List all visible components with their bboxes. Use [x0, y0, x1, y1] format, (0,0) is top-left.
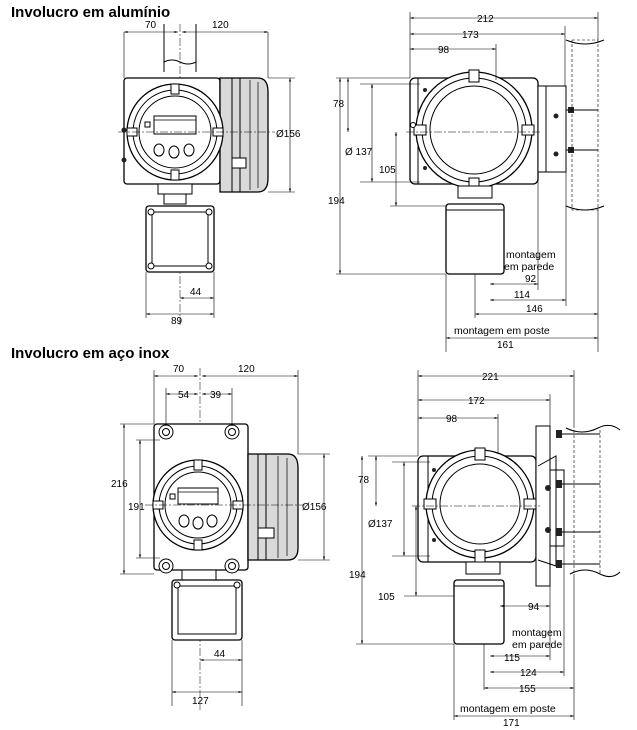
dim-ss-front-156: Ø156 — [302, 502, 327, 513]
dim-ss-side-221: 221 — [482, 372, 499, 383]
dim-ss-side-94: 94 — [528, 602, 540, 613]
dim-alu-front-70: 70 — [145, 20, 157, 31]
title-stainless: Involucro em aço inox — [11, 345, 170, 362]
stainless-front-view: 70 120 54 39 216 191 Ø156 44 127 — [111, 364, 330, 710]
dim-alu-side-92: 92 — [525, 274, 537, 285]
dim-ss-front-39: 39 — [210, 390, 222, 401]
dim-ss-front-127: 127 — [192, 696, 209, 707]
dim-alu-side-137: Ø 137 — [345, 147, 373, 158]
dim-ss-side-194: 194 — [349, 570, 366, 581]
title-aluminum: Involucro em alumínio — [11, 4, 171, 21]
stainless-side-view: 221 172 98 78 Ø137 194 105 94 montagem e… — [349, 370, 621, 729]
dim-alu-front-89: 89 — [171, 316, 183, 327]
dim-alu-front-156: Ø156 — [276, 129, 301, 140]
dim-ss-side-115: 115 — [504, 653, 520, 664]
dim-alu-side-105: 105 — [379, 165, 396, 176]
dim-ss-front-120: 120 — [238, 364, 255, 375]
dim-ss-side-137: Ø137 — [368, 519, 393, 530]
dim-ss-front-70: 70 — [173, 364, 185, 375]
dim-alu-front-120: 120 — [212, 20, 229, 31]
dim-alu-side-212: 212 — [477, 14, 494, 25]
dim-ss-side-78: 78 — [358, 475, 370, 486]
dim-alu-front-44: 44 — [190, 287, 202, 298]
dim-ss-side-155: 155 — [519, 684, 536, 695]
aluminum-side-view: 212 173 98 78 Ø 137 105 194 montagem em … — [328, 12, 605, 352]
dim-ss-side-98: 98 — [446, 414, 458, 425]
dim-ss-side-105: 105 — [378, 592, 395, 603]
dim-ss-side-171: 171 — [503, 718, 520, 729]
label-ss-wall-mount-1: montagem — [512, 627, 562, 639]
label-alu-wall-mount-2: em parede — [504, 261, 554, 273]
dim-ss-front-191: 191 — [128, 502, 145, 513]
dim-alu-side-161: 161 — [497, 340, 514, 351]
dim-ss-front-216: 216 — [111, 479, 128, 490]
label-ss-wall-mount-2: em parede — [512, 639, 562, 651]
dim-alu-side-78: 78 — [333, 99, 345, 110]
dim-alu-side-98: 98 — [438, 45, 450, 56]
label-alu-wall-mount-1: montagem — [506, 249, 556, 261]
dim-alu-side-173: 173 — [462, 30, 479, 41]
label-ss-pole-mount: montagem em poste — [460, 703, 556, 715]
dim-ss-front-54: 54 — [178, 390, 190, 401]
dim-alu-side-194: 194 — [328, 196, 345, 207]
dim-alu-side-146: 146 — [526, 304, 543, 315]
dim-ss-side-172: 172 — [468, 396, 485, 407]
aluminum-front-view: 70 120 Ø156 44 89 — [118, 20, 301, 327]
dim-ss-side-124: 124 — [520, 668, 537, 679]
dim-ss-front-44: 44 — [214, 649, 226, 660]
label-alu-pole-mount: montagem em poste — [454, 325, 550, 337]
dim-alu-side-114: 114 — [514, 290, 530, 301]
